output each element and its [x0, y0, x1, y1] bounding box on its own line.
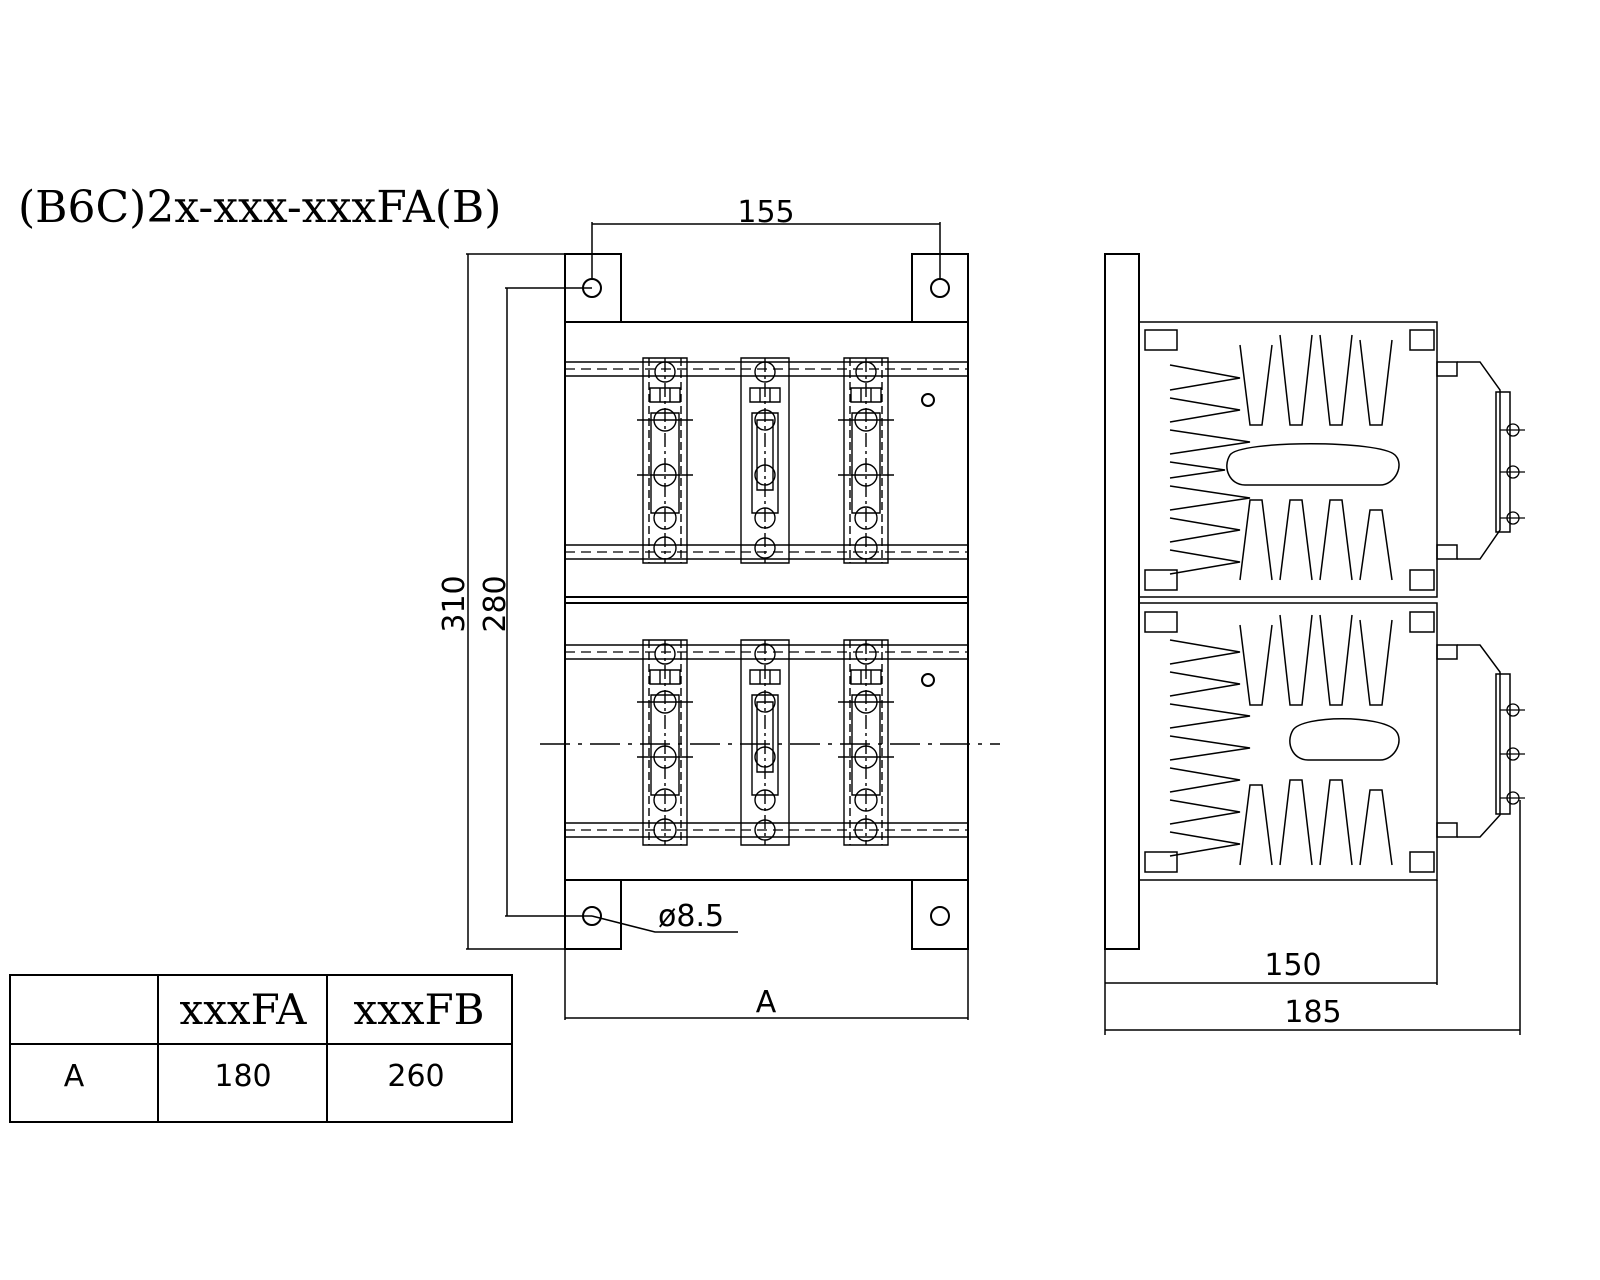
- base-plate: [1105, 254, 1139, 949]
- terminal-bracket-lower: [1437, 645, 1510, 837]
- hole-diameter-label: ø8.5: [658, 899, 724, 934]
- table-row-label: A: [64, 1059, 85, 1094]
- table-cell-fa: 180: [214, 1059, 271, 1094]
- thyristor-module: [637, 358, 693, 563]
- thyristor-module: [838, 640, 894, 845]
- dimension-overall-height: [466, 254, 565, 949]
- table-cell-fb: 260: [387, 1059, 444, 1094]
- heatsink-profile-upper: [1139, 322, 1437, 597]
- terminal-bolt-icon: [1500, 424, 1525, 524]
- mounting-foot-bottom-right: [912, 880, 968, 949]
- table-header-fb: xxxFB: [353, 985, 484, 1034]
- mounting-hole-icon: [931, 907, 949, 925]
- mounting-foot-bottom-left: [565, 880, 621, 949]
- heatsink-body-outline: [565, 322, 968, 880]
- heatsink-profile-lower: [1139, 603, 1437, 880]
- thyristor-module: [838, 358, 894, 563]
- fixing-hole-icon: [922, 674, 934, 686]
- dimension-hole-spacing: [592, 222, 940, 280]
- terminal-bracket-upper: [1437, 362, 1510, 559]
- dimension-hole-spacing-label: 155: [737, 195, 794, 230]
- dimension-width: [565, 949, 968, 1020]
- dimension-hole-height-label: 280: [478, 575, 513, 632]
- dimension-hole-height: [505, 288, 592, 916]
- hole-diameter-leader: [592, 916, 738, 932]
- dimension-table: [10, 975, 512, 1122]
- dimension-heatsink-depth-label: 150: [1264, 948, 1321, 983]
- mounting-hole-icon: [931, 279, 949, 297]
- thyristor-module: [637, 640, 693, 845]
- drawing-title: (B6C)2x-xxx-xxxFA(B): [18, 182, 501, 233]
- dimension-overall-depth-label: 185: [1284, 995, 1341, 1030]
- dimension-heatsink-depth: [1105, 880, 1437, 1035]
- dimension-overall-depth: [1105, 800, 1520, 1035]
- busbar-rails: [565, 362, 968, 837]
- thyristor-module: [741, 358, 789, 563]
- dimension-overall-height-label: 310: [437, 575, 472, 632]
- table-header-fa: xxxFA: [180, 985, 308, 1034]
- terminal-bolt-icon: [1500, 704, 1525, 804]
- front-view: 155 310 280 ø8.5 A: [437, 195, 1000, 1020]
- fixing-hole-icon: [922, 394, 934, 406]
- side-view: 150 185: [1105, 254, 1525, 1035]
- dimension-width-label: A: [756, 985, 777, 1020]
- thyristor-module: [741, 640, 789, 845]
